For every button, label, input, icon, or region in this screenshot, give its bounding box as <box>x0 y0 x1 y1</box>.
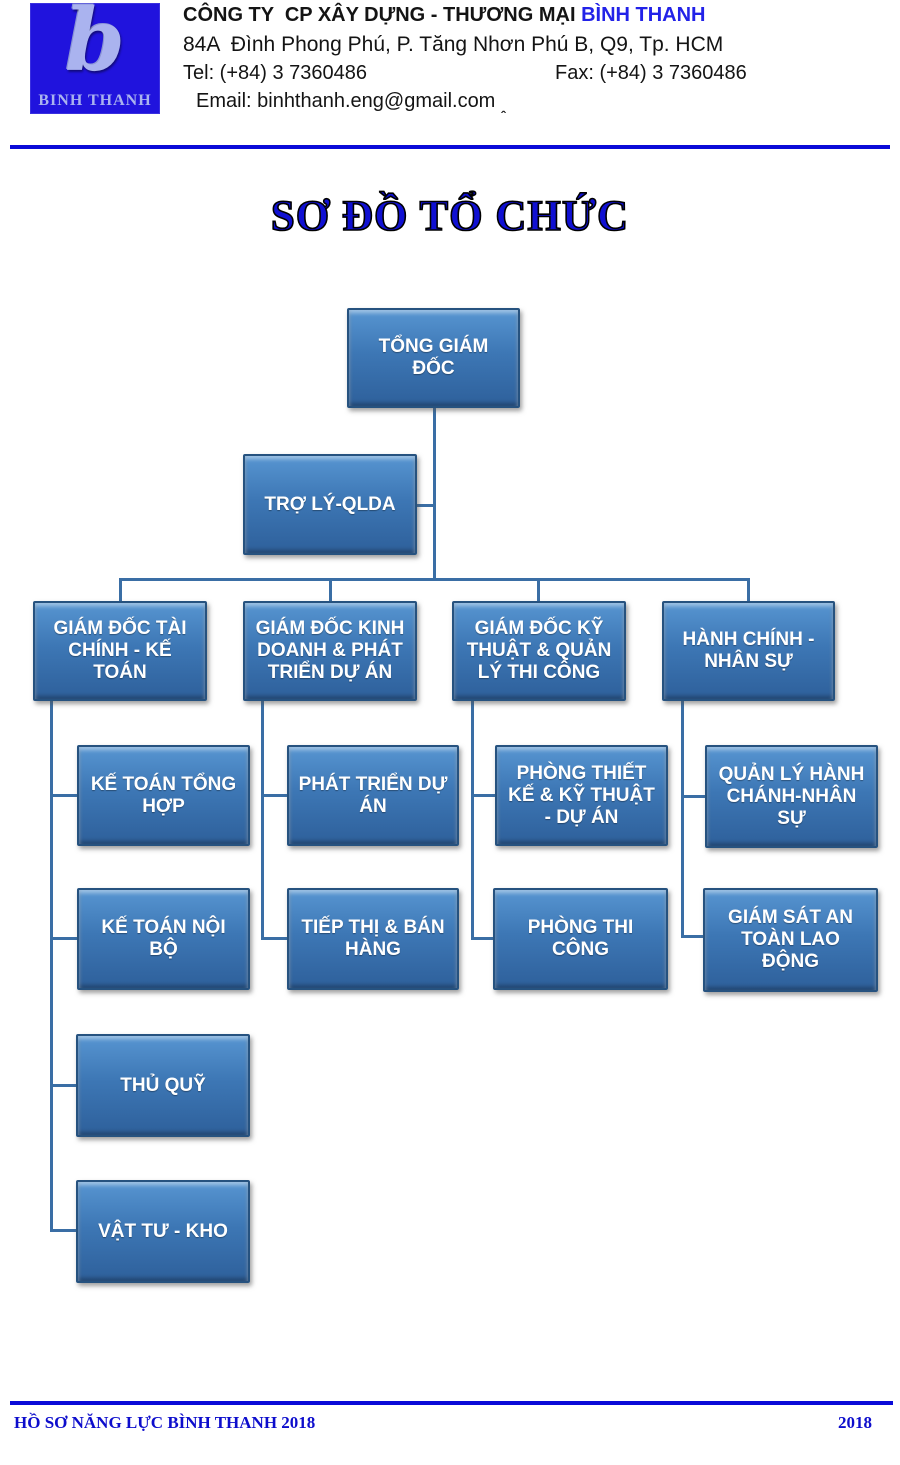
org-node-tro-ly-qlda: TRỢ LÝ-QLDA <box>243 454 417 555</box>
org-node-tiep-thi-ban-hang: TIẾP THỊ & BÁN HÀNG <box>287 888 459 990</box>
connector-bus-horizontal <box>119 578 750 581</box>
connector-elbow-c2b <box>261 937 287 940</box>
org-node-phong-thiet-ke-ky-thuat-du-an: PHÒNG THIẾT KẾ & KỸ THUẬT - DỰ ÁN <box>495 745 668 846</box>
header-divider-line <box>10 145 890 149</box>
org-node-giam-doc-tai-chinh-ke-toan: GIÁM ĐỐC TÀI CHÍNH - KẾ TOÁN <box>33 601 207 701</box>
org-node-tong-giam-doc: TỔNG GIÁM ĐỐC <box>347 308 520 408</box>
org-node-label: PHÒNG THI CÔNG <box>527 917 634 960</box>
connector-root-vertical <box>433 408 436 581</box>
company-fax: Fax: (+84) 3 7360486 <box>555 62 747 84</box>
org-node-giam-doc-ky-thuat-quan-ly-thi-cong: GIÁM ĐỐC KỸ THUẬT & QUẢN LÝ THI CÔNG <box>452 601 626 701</box>
connector-elbow-c1d <box>50 1229 77 1232</box>
org-node-label: TIẾP THỊ & BÁN HÀNG <box>301 917 445 960</box>
org-node-label: PHÁT TRIỂN DỰ ÁN <box>298 773 448 817</box>
company-name-brand: BÌNH THANH <box>581 4 706 26</box>
org-node-label: PHÒNG THIẾT KẾ & KỸ THUẬT - DỰ ÁN <box>508 762 655 828</box>
connector-stub-division-4 <box>747 578 750 603</box>
org-node-thu-quy: THỦ QUỸ <box>76 1034 250 1137</box>
connector-elbow-c3a <box>471 794 495 797</box>
connector-column-4-vertical <box>681 699 684 938</box>
footer-page-year: 2018 <box>838 1413 872 1432</box>
connector-elbow-c1b <box>50 937 77 940</box>
connector-stub-division-1 <box>119 578 122 603</box>
connector-assistant-stub <box>417 504 435 507</box>
org-node-ke-toan-noi-bo: KẾ TOÁN NỘI BỘ <box>77 888 250 990</box>
org-node-label: VẬT TƯ - KHO <box>98 1220 228 1242</box>
org-node-giam-doc-kinh-doanh-phat-trien-du-an: GIÁM ĐỐC KINH DOANH & PHÁT TRIỂN DỰ ÁN <box>243 601 417 701</box>
connector-stub-division-3 <box>537 578 540 603</box>
org-node-label: QUẢN LÝ HÀNH CHÁNH-NHÂN SỰ <box>718 763 865 829</box>
org-node-label: KẾ TOÁN TỔNG HỢP <box>90 773 237 817</box>
org-node-label: GIÁM SÁT AN TOÀN LAO ĐỘNG <box>728 907 853 972</box>
connector-elbow-c1c <box>50 1084 77 1087</box>
connector-elbow-c1a <box>50 794 77 797</box>
org-node-label: THỦ QUỸ <box>120 1074 206 1096</box>
org-node-ke-toan-tong-hop: KẾ TOÁN TỔNG HỢP <box>77 745 250 846</box>
connector-column-3-vertical <box>471 699 474 940</box>
org-node-label: TỔNG GIÁM ĐỐC <box>378 336 489 379</box>
company-name-prefix: CÔNG TY CP XÂY DỰNG - THƯƠNG MẠI <box>183 4 582 26</box>
org-node-giam-sat-an-toan-lao-dong: GIÁM SÁT AN TOÀN LAO ĐỘNG <box>703 888 878 992</box>
org-node-label: TRỢ LÝ-QLDA <box>264 493 396 515</box>
footer-divider-line <box>10 1401 893 1405</box>
org-node-label: GIÁM ĐỐC TÀI CHÍNH - KẾ TOÁN <box>53 618 187 683</box>
org-node-vat-tu-kho: VẬT TƯ - KHO <box>76 1180 250 1283</box>
logo-monogram-b: b <box>64 0 126 91</box>
connector-column-2-vertical <box>261 699 264 940</box>
company-address: 84A Đình Phong Phú, P. Tăng Nhơn Phú B, … <box>183 33 724 56</box>
org-node-phong-thi-cong: PHÒNG THI CÔNG <box>493 888 668 990</box>
connector-column-1-vertical <box>50 699 53 1232</box>
connector-stub-division-2 <box>329 578 332 603</box>
org-node-quan-ly-hanh-chanh-nhan-su: QUẢN LÝ HÀNH CHÁNH-NHÂN SỰ <box>705 745 878 848</box>
company-logo: b BINH THANH <box>30 0 160 114</box>
org-node-label: GIÁM ĐỐC KỸ THUẬT & QUẢN LÝ THI CÔNG <box>466 618 612 683</box>
stray-circumflex-mark: ˆ <box>501 108 506 124</box>
org-node-label: GIÁM ĐỐC KINH DOANH & PHÁT TRIỂN DỰ ÁN <box>255 618 405 683</box>
footer-left-text: HỒ SƠ NĂNG LỰC BÌNH THANH 2018 <box>14 1413 316 1432</box>
company-tel: Tel: (+84) 3 7360486 <box>183 62 368 84</box>
company-email: Email: binhthanh.eng@gmail.com <box>196 90 496 112</box>
page-title: SƠ ĐỒ TỔ CHỨC <box>270 192 630 241</box>
company-name: CÔNG TY CP XÂY DỰNG - THƯƠNG MẠI BÌNH TH… <box>183 4 706 27</box>
org-node-label: HÀNH CHÍNH - NHÂN SỰ <box>682 629 815 672</box>
org-node-phat-trien-du-an: PHÁT TRIỂN DỰ ÁN <box>287 745 459 846</box>
org-node-hanh-chinh-nhan-su: HÀNH CHÍNH - NHÂN SỰ <box>662 601 835 701</box>
logo-caption: BINH THANH <box>38 92 152 109</box>
connector-elbow-c2a <box>261 794 287 797</box>
org-node-label: KẾ TOÁN NỘI BỘ <box>101 917 226 960</box>
connector-elbow-c3b <box>471 937 495 940</box>
connector-elbow-c4b <box>681 935 705 938</box>
connector-elbow-c4a <box>681 795 705 798</box>
